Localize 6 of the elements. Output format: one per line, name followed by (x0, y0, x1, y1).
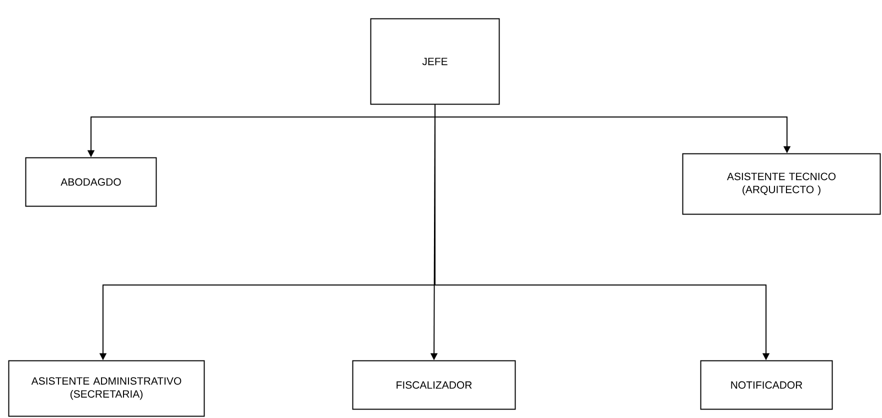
org-box: NOTIFICADOR (700, 360, 833, 410)
org-box: ASISTENTE TECNICO (ARQUITECTO ) (682, 153, 881, 215)
org-box: ASISTENTE ADMINISTRATIVO (SECRETARIA) (8, 360, 205, 417)
org-box: ABODAGDO (25, 157, 157, 207)
org-box: JEFE (370, 18, 500, 105)
org-box: FISCALIZADOR (352, 360, 516, 410)
